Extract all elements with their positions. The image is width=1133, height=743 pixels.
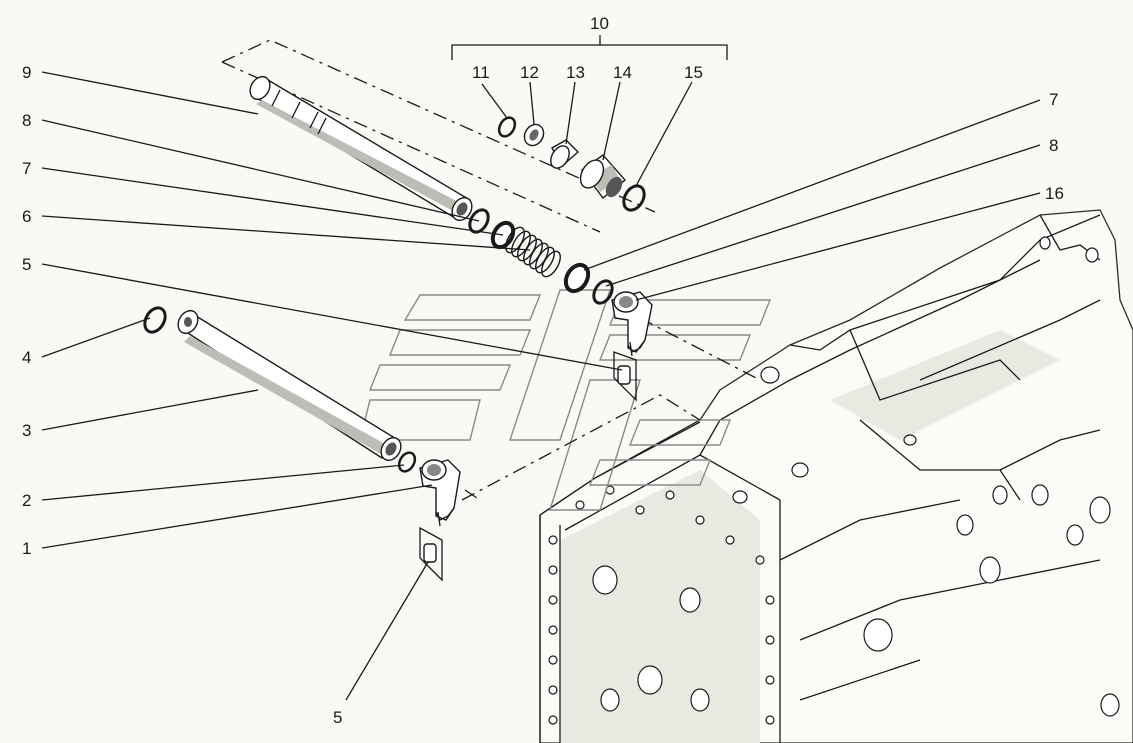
seal-14	[579, 154, 627, 200]
callout-10: 10	[590, 14, 609, 33]
callout-8: 8	[22, 111, 31, 130]
callout-7: 7	[22, 159, 31, 178]
callout-3: 3	[22, 421, 31, 440]
upper-shaft	[249, 75, 473, 222]
callout-13: 13	[566, 63, 585, 82]
callout-15: 15	[684, 63, 703, 82]
callout-16: 16	[1045, 184, 1064, 203]
lower-shaft	[177, 309, 402, 462]
ring-15	[622, 184, 646, 212]
spring-6	[505, 226, 561, 278]
callout-5: 5	[22, 255, 31, 274]
seal-kit-10	[497, 116, 646, 212]
callout-labels: 9 8 7 6 5 4 3 2 1 5 10 11 12 13 14 15 7 …	[22, 14, 1064, 727]
pin-5-lower	[419, 511, 443, 582]
callout-9: 9	[22, 63, 31, 82]
callout-1: 1	[22, 539, 31, 558]
ring-8-upper	[468, 208, 490, 234]
callout-14: 14	[613, 63, 632, 82]
callout-8-right: 8	[1049, 136, 1058, 155]
callout-6: 6	[22, 207, 31, 226]
ring-4	[143, 306, 167, 334]
bushing-12	[523, 123, 545, 147]
callout-7-right: 7	[1049, 90, 1058, 109]
callout-11: 11	[472, 63, 490, 82]
callout-12: 12	[520, 63, 539, 82]
gearbox-housing	[539, 209, 1133, 743]
callout-5-bottom: 5	[333, 708, 342, 727]
shift-lever-16	[611, 291, 653, 353]
ring-8-lower	[592, 279, 614, 305]
callout-2: 2	[22, 491, 31, 510]
kit-10-bracket	[451, 35, 728, 60]
pin-5-upper	[613, 341, 637, 402]
sleeve-13	[550, 139, 580, 169]
callout-4: 4	[22, 348, 31, 367]
washer-7-lower	[563, 262, 591, 294]
shift-lever-1	[419, 459, 461, 521]
ring-2	[397, 451, 417, 473]
leader-lines	[41, 71, 1041, 701]
ring-11	[497, 116, 517, 138]
